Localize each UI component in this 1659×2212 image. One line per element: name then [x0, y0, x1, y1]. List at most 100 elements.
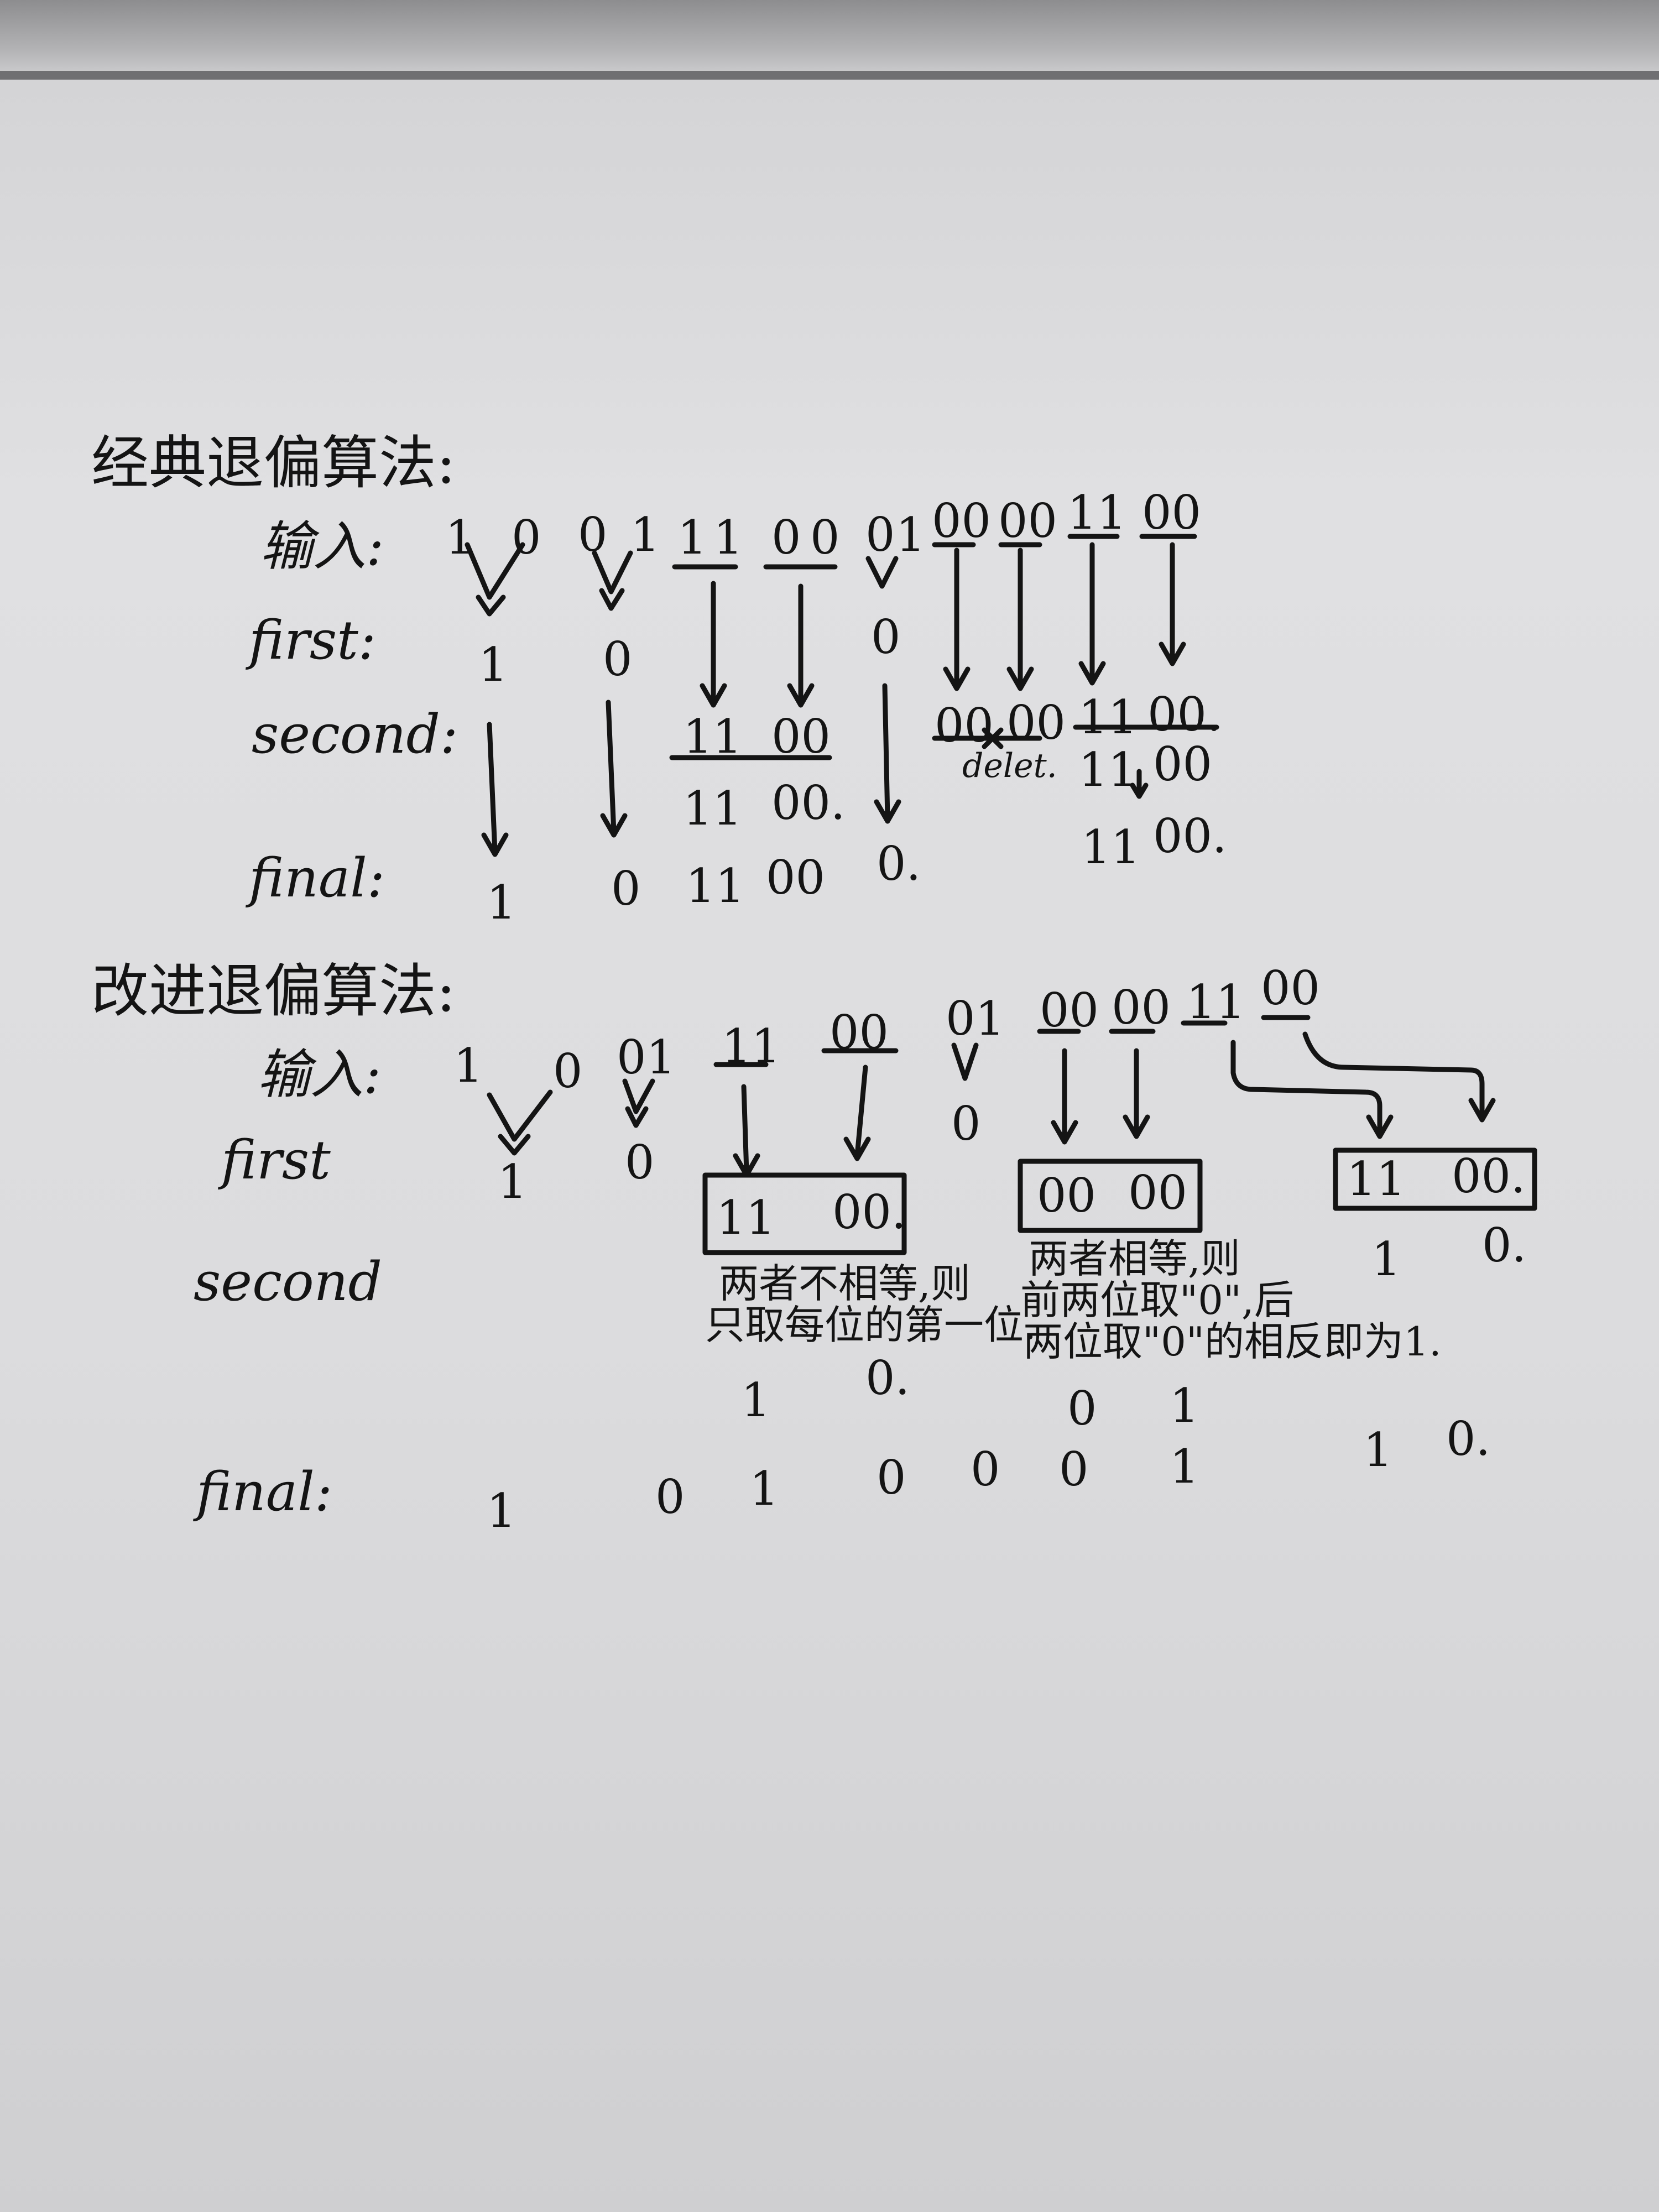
note2-line: 两位取"0"的相反即为1.	[1023, 1318, 1442, 1365]
merge-stroke	[487, 1089, 553, 1142]
merge-stroke	[951, 1042, 979, 1081]
curved-arrow	[1230, 1040, 1394, 1139]
improved-final-value: 0	[1059, 1442, 1089, 1496]
merge-stroke	[622, 1078, 655, 1114]
classic-second-label: second:	[252, 703, 458, 765]
classic-final-value: 11	[686, 859, 745, 913]
arrow-down	[943, 547, 971, 691]
improved-input-label: 输入:	[257, 1044, 382, 1105]
classic-second-value: 11	[683, 781, 742, 836]
arrow-down	[1078, 542, 1106, 686]
classic-input-digit: 1	[630, 508, 660, 562]
classic-input-pair: 00	[932, 494, 991, 548]
sub1-value: 1	[741, 1373, 771, 1427]
classic-first-value: 1	[478, 638, 508, 692]
classic-second-value: 00	[1006, 696, 1066, 750]
pair-box	[1333, 1147, 1537, 1211]
classic-final-label: final:	[249, 847, 385, 909]
pair-box	[1018, 1159, 1203, 1233]
classic-input-digit: 0	[865, 508, 895, 562]
merge-stroke	[865, 556, 899, 589]
classic-input-digit: 0	[512, 510, 541, 565]
classic-final-value: 0.	[877, 837, 921, 891]
improved-final-value: 0	[971, 1442, 1000, 1496]
classic-input-digit: 1	[677, 510, 707, 565]
arrow-down	[700, 581, 727, 708]
box2-left: 00	[1037, 1168, 1096, 1223]
improved-input-value: 00	[1261, 961, 1320, 1015]
classic-input-digit: 1	[713, 510, 743, 565]
classic-input-digit: 0	[771, 510, 801, 565]
improved-title: 改进退偏算法:	[91, 957, 456, 1025]
merge-arrowhead	[599, 588, 625, 611]
classic-first-label: first:	[249, 609, 377, 671]
classic-input-digit: 1	[896, 508, 926, 562]
classic-first-value: 0	[871, 610, 901, 664]
improved-input-value: 01	[617, 1030, 676, 1084]
classic-final-value: 0	[611, 862, 641, 916]
note1-line: 只取每位的第一位.	[705, 1302, 1036, 1348]
small-arrow	[1130, 769, 1149, 799]
classic-input-label: 输入:	[260, 515, 384, 577]
classic-input-digit: 0	[810, 510, 840, 565]
box1-right: 00.	[832, 1185, 906, 1239]
classic-title: 经典退偏算法:	[91, 429, 456, 497]
arrow-down	[600, 700, 628, 838]
classic-input-digit: 1	[445, 510, 475, 565]
note1-line: 两者不相等,则	[719, 1260, 971, 1307]
improved-first-label: first	[221, 1129, 331, 1191]
arrow-down	[787, 583, 815, 708]
classic-input-pair: 00	[1142, 486, 1201, 540]
box1-left: 11	[716, 1191, 775, 1245]
merge-arrowhead	[625, 1106, 649, 1128]
improved-final-value: 1	[487, 1484, 517, 1538]
arrow-down	[1006, 547, 1034, 691]
classic-delete-note: delet.	[962, 747, 1057, 785]
classic-second-value: 11	[683, 709, 742, 764]
paper-edge	[0, 71, 1659, 80]
arrow-down	[481, 722, 509, 857]
arrow-down	[1159, 542, 1186, 666]
curved-arrow	[1302, 1031, 1496, 1123]
classic-final-value: 1	[487, 875, 517, 930]
merge-arrowhead	[476, 594, 506, 617]
improved-input-value: 11	[722, 1019, 781, 1073]
merge-stroke	[592, 550, 633, 594]
arrow-down	[1051, 1048, 1078, 1145]
improved-final-value: 1	[1170, 1439, 1199, 1494]
merge-stroke	[465, 542, 525, 600]
sub3-value: 0.	[1482, 1218, 1527, 1272]
improved-first-value: 0	[625, 1135, 655, 1190]
improved-input-value: 0	[553, 1044, 583, 1098]
classic-second-value: 00.	[771, 776, 846, 830]
classic-second-value: 11	[1078, 690, 1138, 744]
pair-box	[702, 1172, 907, 1255]
sub2-value: 1	[1170, 1379, 1199, 1433]
classic-second-value: 11	[1078, 743, 1138, 797]
improved-input-value: 01	[946, 992, 1005, 1046]
note2-line: 前两位取"0",后	[1020, 1277, 1294, 1323]
arrow-down	[843, 1065, 871, 1161]
sub1-value: 0.	[865, 1351, 910, 1405]
arrow-down	[874, 683, 901, 824]
classic-second-value: 00	[935, 698, 994, 753]
box3-left: 11	[1347, 1152, 1406, 1206]
improved-second-label: second	[194, 1251, 382, 1313]
merge-arrowhead	[498, 1134, 531, 1156]
classic-input-digit: 0	[578, 508, 608, 562]
improved-final-value: 0.	[1446, 1412, 1491, 1466]
sub3-value: 1	[1371, 1232, 1401, 1286]
note2-line: 两者相等,则	[1029, 1235, 1240, 1282]
delete-cross	[982, 727, 1004, 749]
classic-final-value: 00	[766, 851, 825, 905]
classic-second-value: 00	[1153, 737, 1212, 791]
desk-background	[0, 0, 1659, 77]
improved-input-value: 1	[453, 1039, 483, 1093]
classic-second-value: 00	[771, 709, 831, 764]
classic-second-value: 00.	[1153, 809, 1227, 863]
improved-final-value: 1	[1363, 1423, 1393, 1477]
classic-second-value: 11	[1081, 820, 1140, 874]
classic-input-pair: 11	[1067, 486, 1126, 540]
box3-right: 00.	[1452, 1149, 1526, 1203]
